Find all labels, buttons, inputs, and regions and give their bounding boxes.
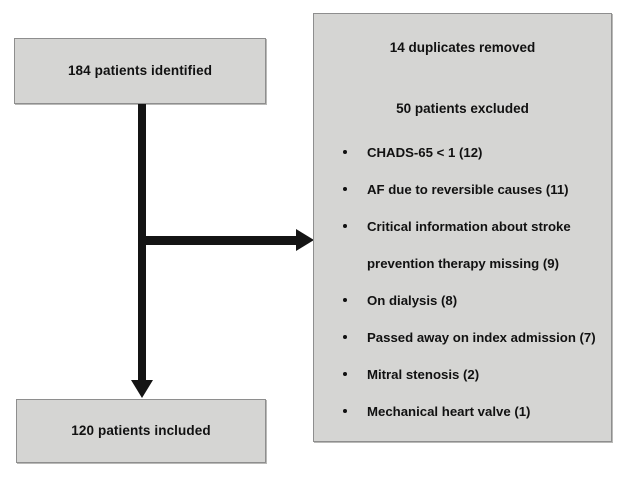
- arrow-right-icon: [296, 229, 314, 251]
- heading-duplicates-removed: 14 duplicates removed: [389, 40, 536, 55]
- exclusion-reason-list: CHADS-65 < 1 (12) AF due to reversible c…: [314, 134, 611, 430]
- exclusion-reason-text: Mechanical heart valve (1): [367, 404, 531, 419]
- list-item: On dialysis (8): [314, 282, 611, 319]
- list-item: AF due to reversible causes (11): [314, 171, 611, 208]
- exclusion-reason-text-continued: prevention therapy missing (9): [367, 256, 559, 271]
- heading-patients-excluded: 50 patients excluded: [396, 101, 529, 116]
- list-item: CHADS-65 < 1 (12): [314, 134, 611, 171]
- bullet-icon: [343, 372, 347, 376]
- bullet-icon: [343, 335, 347, 339]
- bullet-icon: [343, 187, 347, 191]
- exclusion-reason-text: AF due to reversible causes (11): [367, 182, 569, 197]
- connector-vertical-trunk: [138, 104, 146, 386]
- bullet-icon: [343, 409, 347, 413]
- exclusion-reason-text: On dialysis (8): [367, 293, 458, 308]
- bullet-icon: [343, 298, 347, 302]
- list-item: Mitral stenosis (2): [314, 356, 611, 393]
- exclusion-reason-text: Passed away on index admission (7): [367, 330, 596, 345]
- node-patients-identified-label: 184 patients identified: [67, 62, 213, 78]
- node-patients-included: 120 patients included: [16, 399, 266, 463]
- node-patients-identified: 184 patients identified: [14, 38, 266, 104]
- exclusion-reason-text: Mitral stenosis (2): [367, 367, 480, 382]
- list-item-continuation: prevention therapy missing (9): [314, 245, 611, 282]
- bullet-icon: [343, 150, 347, 154]
- list-item: Critical information about stroke: [314, 208, 611, 245]
- exclusion-reason-text: CHADS-65 < 1 (12): [367, 145, 483, 160]
- list-item: Mechanical heart valve (1): [314, 393, 611, 430]
- panel-exclusions: 14 duplicates removed 50 patients exclud…: [313, 13, 612, 442]
- node-patients-included-label: 120 patients included: [71, 422, 211, 438]
- bullet-icon: [343, 224, 347, 228]
- exclusion-reason-text: Critical information about stroke: [367, 219, 571, 234]
- list-item: Passed away on index admission (7): [314, 319, 611, 356]
- connector-horizontal-branch: [138, 236, 303, 245]
- arrow-down-icon: [131, 380, 153, 398]
